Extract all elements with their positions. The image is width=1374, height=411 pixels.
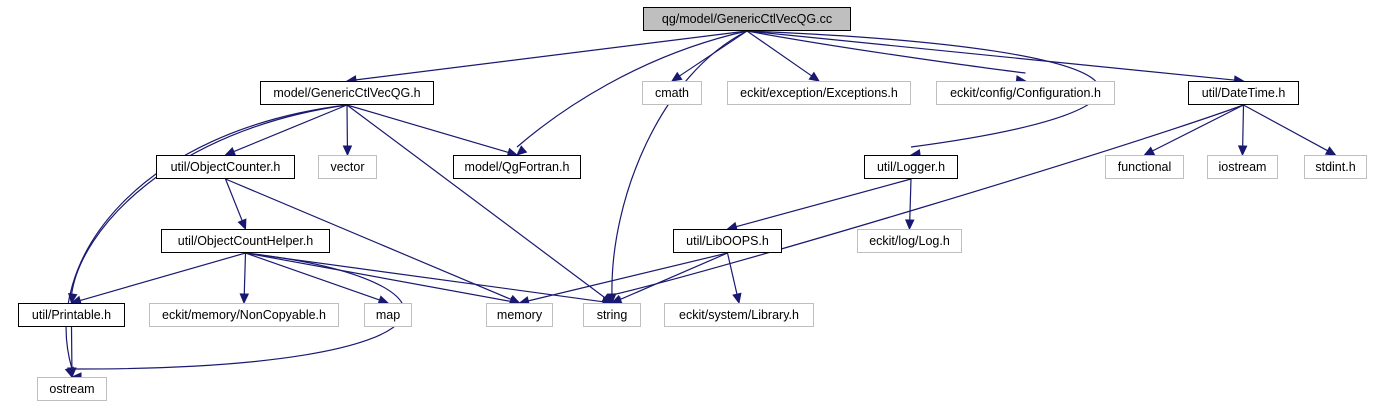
node-logger-h[interactable]: util/Logger.h bbox=[864, 155, 958, 179]
edge-generic_h-to-string bbox=[346, 104, 606, 299]
arrowhead-objcounter-to-objcounthelper bbox=[237, 218, 247, 231]
edge-root-to-cmath bbox=[678, 30, 748, 78]
edge-objcounthelper-to-memory bbox=[245, 252, 512, 303]
edge-generic_h-to-objcounter bbox=[232, 104, 348, 153]
arrowhead-datetime-to-functional bbox=[1143, 146, 1156, 156]
node-string: string bbox=[583, 303, 641, 327]
arrowhead-datetime-to-stdint bbox=[1324, 146, 1337, 156]
node-stdint-h: stdint.h bbox=[1304, 155, 1367, 179]
node-vector: vector bbox=[318, 155, 377, 179]
edge-datetime-to-iostream bbox=[1242, 104, 1245, 148]
edge-root-to-exceptions bbox=[746, 30, 813, 77]
edge-root-to-configuration bbox=[746, 30, 1026, 74]
edge-generic_h-to-qgfortran bbox=[346, 104, 510, 154]
node-iostream: iostream bbox=[1207, 155, 1278, 179]
edge-datetime-to-stdint bbox=[1243, 104, 1329, 152]
arrowhead-root-to-cmath bbox=[670, 71, 683, 82]
edge-objcounthelper-to-printable bbox=[79, 252, 246, 302]
node-datetime-h[interactable]: util/DateTime.h bbox=[1188, 81, 1299, 105]
edge-liboops-to-library bbox=[726, 252, 738, 296]
node-object-count-helper-h[interactable]: util/ObjectCountHelper.h bbox=[161, 229, 330, 253]
node-ostream: ostream bbox=[37, 377, 107, 401]
arrowhead-root-to-exceptions bbox=[808, 71, 821, 82]
edge-datetime-to-functional bbox=[1151, 104, 1244, 152]
node-memory: memory bbox=[486, 303, 553, 327]
arrowhead-printable-to-ostream bbox=[67, 367, 77, 379]
node-root[interactable]: qg/model/GenericCtlVecQG.cc bbox=[643, 7, 851, 31]
edge-datetime-to-string bbox=[611, 104, 1244, 296]
arrowhead-liboops-to-library bbox=[732, 292, 742, 305]
node-configuration-h: eckit/config/Configuration.h bbox=[936, 81, 1115, 105]
arrowhead-logger-to-log bbox=[905, 219, 915, 231]
edge-root-to-generic_h bbox=[354, 30, 748, 81]
edge-objcounthelper-to-noncopyable bbox=[243, 252, 247, 296]
edge-objcounter-to-memory bbox=[225, 178, 513, 301]
edge-generic_h-to-printable bbox=[70, 104, 348, 296]
node-log-h: eckit/log/Log.h bbox=[857, 229, 962, 253]
edge-root-to-string bbox=[611, 30, 748, 296]
node-qg-fortran-h[interactable]: model/QgFortran.h bbox=[453, 155, 581, 179]
edge-liboops-to-memory bbox=[527, 252, 728, 302]
node-noncopyable-h: eckit/memory/NonCopyable.h bbox=[149, 303, 339, 327]
edge-root-to-datetime bbox=[746, 30, 1236, 81]
arrowhead-generic_h-to-vector bbox=[342, 145, 353, 157]
node-printable-h[interactable]: util/Printable.h bbox=[18, 303, 125, 327]
node-generic-ctl-vec-qg-h[interactable]: model/GenericCtlVecQG.h bbox=[260, 81, 434, 105]
arrowhead-datetime-to-iostream bbox=[1237, 145, 1248, 157]
node-library-h: eckit/system/Library.h bbox=[664, 303, 814, 327]
node-cmath: cmath bbox=[642, 81, 702, 105]
arrowhead-generic_h-to-printable bbox=[68, 292, 78, 305]
node-map: map bbox=[364, 303, 412, 327]
edge-logger-to-liboops bbox=[735, 178, 912, 228]
edge-root-to-qgfortran bbox=[516, 30, 748, 148]
node-object-counter-h[interactable]: util/ObjectCounter.h bbox=[156, 155, 295, 179]
arrowhead-root-to-qgfortran bbox=[516, 145, 528, 156]
edge-logger-to-log bbox=[909, 178, 912, 222]
edge-liboops-to-string bbox=[619, 252, 728, 301]
edge-objcounthelper-to-map bbox=[245, 252, 381, 301]
node-liboops-h[interactable]: util/LibOOPS.h bbox=[673, 229, 782, 253]
edge-objcounthelper-to-string bbox=[245, 252, 605, 303]
arrowhead-objcounthelper-to-noncopyable bbox=[239, 293, 250, 305]
node-exceptions-h: eckit/exception/Exceptions.h bbox=[727, 81, 911, 105]
edge-objcounter-to-objcounthelper bbox=[224, 178, 244, 222]
node-functional: functional bbox=[1105, 155, 1184, 179]
